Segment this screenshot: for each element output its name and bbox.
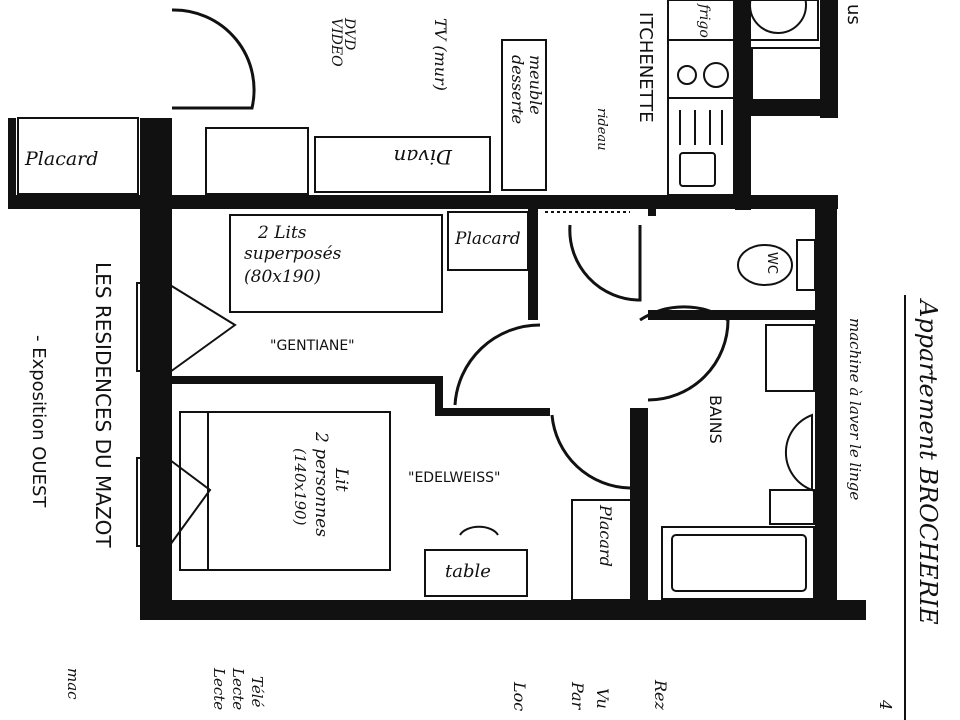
divan — [314, 136, 491, 193]
placard-top — [17, 117, 139, 195]
double-bed — [179, 411, 391, 571]
hob-icon — [677, 65, 697, 85]
window-swing — [169, 284, 237, 373]
sink-icon — [679, 152, 716, 187]
cupboard — [751, 47, 823, 101]
fragment-text: Vu — [593, 688, 612, 709]
cabinet — [205, 127, 309, 195]
bathtub — [661, 526, 815, 600]
fragment-text: Loc — [510, 681, 529, 711]
dvd-label: DVD — [341, 17, 357, 50]
washbasin-icon — [785, 413, 813, 492]
table — [424, 549, 528, 597]
wall — [528, 200, 538, 320]
wall — [735, 100, 835, 116]
washing-machine — [765, 324, 815, 392]
placard-edelweiss — [571, 499, 639, 601]
apartment-title: Appartement BROCHERIE — [914, 298, 942, 625]
bed-label: Lit — [331, 467, 351, 492]
desserte-label: meuble — [526, 55, 545, 115]
residence-label: LES RESIDENCES DU MAZOT — [91, 262, 115, 548]
window — [136, 282, 168, 372]
hob-icon — [703, 62, 729, 88]
wall — [8, 118, 16, 208]
door-swing — [171, 8, 256, 110]
window-swing — [169, 459, 212, 546]
desserte-label: desserte — [508, 55, 527, 124]
meuble-desserte — [501, 39, 547, 191]
fragment-text: Lecte — [229, 667, 247, 710]
cabinet — [769, 489, 815, 525]
bunk-label: (80x190) — [244, 267, 321, 287]
wall — [8, 195, 838, 209]
fragment-text: Lecte — [210, 667, 228, 710]
wall — [815, 195, 837, 605]
door-swing-bains — [639, 305, 730, 402]
bed-label: 2 personnes — [311, 431, 331, 537]
wall — [435, 408, 550, 416]
wall — [820, 0, 838, 118]
bunk-label: 2 Lits — [257, 223, 307, 243]
bed-label: (140x190) — [291, 448, 309, 526]
placard-top-label: Placard — [24, 148, 98, 170]
wall — [172, 376, 440, 384]
bunk-beds — [229, 214, 443, 313]
machine-label: machine à laver le linge — [846, 318, 864, 500]
divan-label: Divan — [393, 145, 453, 169]
placard-edelweiss-label: Placard — [596, 504, 615, 567]
fragment-text: Rez — [651, 679, 670, 711]
wc-label: WC — [764, 252, 779, 274]
rideau-label: rideau — [594, 108, 609, 151]
fragment-text: Par — [568, 681, 587, 711]
placard-gentiane-label: Placard — [454, 229, 521, 249]
room-label-bains: BAINS — [706, 395, 725, 444]
door-swing-gentiane — [453, 323, 541, 406]
table-label: table — [445, 561, 491, 582]
wall — [140, 600, 866, 620]
bunk-label: superposés — [244, 244, 342, 264]
door-swing-edelweiss — [550, 414, 631, 490]
toilet-icon — [737, 244, 793, 286]
fragment-text: us — [843, 4, 864, 25]
fragment-text: Télé — [248, 676, 266, 708]
placard-gentiane — [447, 211, 529, 271]
chair-icon — [459, 525, 499, 536]
toilet-tank — [796, 239, 816, 291]
fragment-text: 4 — [876, 699, 895, 710]
wall — [648, 200, 656, 216]
door-swing-wc — [568, 224, 642, 302]
wall — [435, 376, 443, 414]
fragment-text: mac — [64, 668, 82, 700]
video-label: VIDEO — [328, 18, 344, 67]
washer — [739, 0, 819, 41]
frigo-label: frigo — [696, 3, 712, 38]
window — [136, 457, 168, 547]
room-label-gentiane: "GENTIANE" — [270, 338, 355, 354]
tv-label: TV (mur) — [431, 18, 450, 91]
kitchenette-label: ITCHENETTE — [635, 12, 656, 123]
wall — [648, 310, 818, 320]
exposure-label: - Exposition OUEST — [28, 335, 49, 508]
room-label-edelweiss: "EDELWEISS" — [408, 470, 500, 486]
